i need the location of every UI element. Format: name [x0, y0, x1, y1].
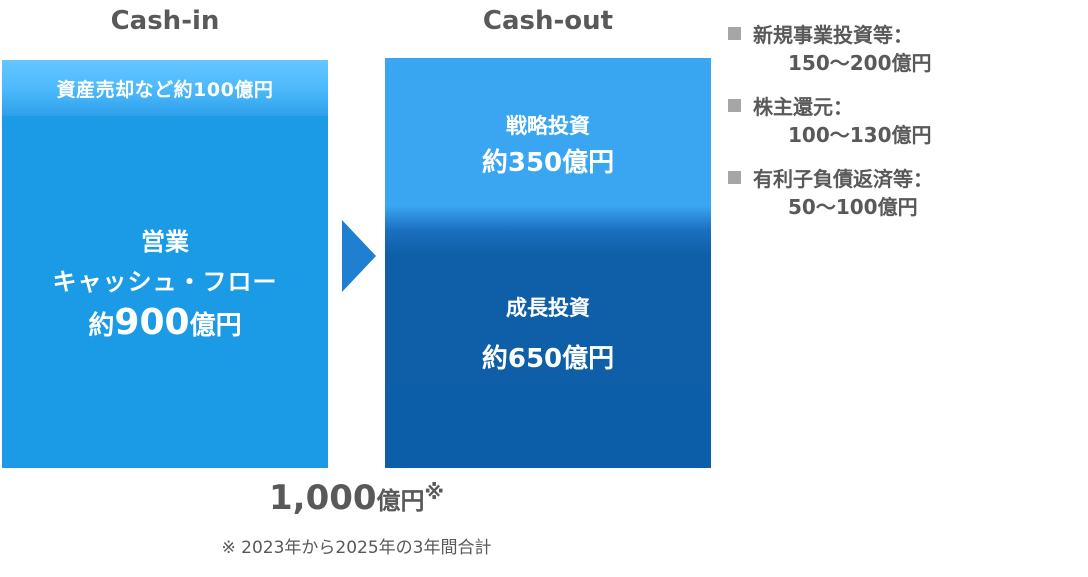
cash-in-title: Cash-in: [110, 6, 220, 36]
cash-out-block: 戦略投資 約350億円 成長投資 約650億円: [385, 58, 711, 468]
operating-number: 900: [114, 302, 190, 343]
total-unit: 億円: [376, 487, 425, 515]
cash-flow-label: キャッシュ・フロー: [52, 268, 278, 296]
asset-sale-block: 資産売却など約100億円: [2, 60, 328, 116]
total-number: 1,000: [269, 478, 377, 518]
growth-investment-label: 成長投資: [506, 296, 590, 320]
footnote: ※ 2023年から2025年の3年間合計: [221, 538, 492, 558]
arrow-right-icon: [342, 220, 376, 292]
strategic-investment-value: 約350億円: [481, 148, 615, 178]
square-bullet-icon: [728, 170, 741, 184]
cash-out-title: Cash-out: [482, 6, 614, 36]
square-bullet-icon: [728, 26, 741, 40]
total-note-mark: ※: [424, 479, 444, 504]
legend-value: 100～130億円: [788, 123, 932, 147]
legend-item: 新規事業投資等： 150～200億円: [728, 18, 1078, 78]
legend-item: 有利子負債返済等： 50～100億円: [728, 162, 1078, 222]
operating-label: 営業: [141, 228, 189, 256]
legend-value: 50～100億円: [788, 195, 918, 219]
allocation-legend: 新規事業投資等： 150～200億円 株主還元： 100～130億円 有利子負債…: [728, 18, 1078, 222]
total-amount: 1,000億円※: [2, 478, 711, 518]
legend-label: 新規事業投資等：: [753, 22, 913, 47]
approx-prefix: 約: [88, 311, 115, 341]
legend-value: 150～200億円: [788, 51, 932, 75]
operating-cash-flow-block: 営業 キャッシュ・フロー 約900億円: [2, 116, 328, 468]
growth-investment-value: 約650億円: [481, 344, 615, 374]
operating-cash-flow-value: 約900億円: [2, 302, 328, 343]
legend-item: 株主還元： 100～130億円: [728, 90, 1078, 150]
square-bullet-icon: [728, 98, 741, 112]
asset-sale-label: 資産売却など約100億円: [56, 78, 274, 101]
legend-label: 有利子負債返済等：: [753, 166, 933, 191]
strategic-investment-label: 戦略投資: [506, 114, 590, 138]
operating-unit: 億円: [189, 311, 242, 341]
legend-label: 株主還元：: [753, 94, 853, 119]
